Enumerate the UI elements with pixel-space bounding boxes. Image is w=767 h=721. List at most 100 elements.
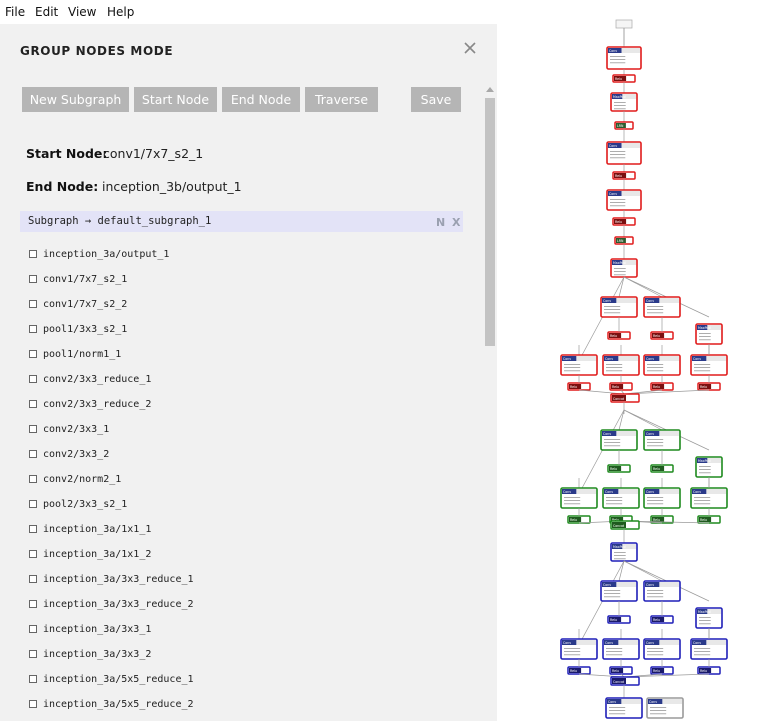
- node-checkbox[interactable]: [29, 350, 37, 358]
- list-item[interactable]: pool1/3x3_s2_1: [29, 322, 127, 336]
- graph-node[interactable]: Conv: [560, 638, 598, 660]
- list-item[interactable]: inception_3a/3x3_2: [29, 647, 151, 661]
- save-button[interactable]: Save: [411, 87, 461, 112]
- node-checkbox[interactable]: [29, 600, 37, 608]
- graph-node[interactable]: MaxPool: [695, 323, 723, 345]
- concat-node[interactable]: Concat: [610, 393, 640, 403]
- list-item[interactable]: conv2/3x3_2: [29, 447, 109, 461]
- graph-node[interactable]: Relu: [607, 331, 631, 340]
- graph-node[interactable]: Conv: [643, 580, 681, 602]
- graph-node[interactable]: Relu: [612, 74, 636, 83]
- graph-node[interactable]: Relu: [650, 331, 674, 340]
- graph-node[interactable]: MaxPool: [610, 92, 638, 112]
- node-checkbox[interactable]: [29, 525, 37, 533]
- list-item[interactable]: conv2/3x3_1: [29, 422, 109, 436]
- node-checkbox[interactable]: [29, 700, 37, 708]
- graph-node[interactable]: MaxPool: [695, 456, 723, 478]
- subgraph-delete-button[interactable]: X: [452, 216, 461, 229]
- subgraph-new-node-button[interactable]: N: [436, 216, 446, 229]
- graph-node[interactable]: Relu: [650, 615, 674, 624]
- node-checkbox[interactable]: [29, 500, 37, 508]
- graph-node[interactable]: Conv: [690, 487, 728, 509]
- list-item[interactable]: inception_3a/3x3_1: [29, 622, 151, 636]
- graph-input-node[interactable]: [615, 19, 633, 29]
- list-item[interactable]: inception_3a/3x3_reduce_2: [29, 597, 194, 611]
- menu-file[interactable]: File: [5, 5, 26, 19]
- traverse-button[interactable]: Traverse: [305, 87, 378, 112]
- graph-node[interactable]: Relu: [612, 171, 636, 180]
- graph-node[interactable]: Relu: [567, 382, 591, 391]
- graph-node[interactable]: Relu: [697, 666, 721, 675]
- graph-node[interactable]: Relu: [697, 382, 721, 391]
- graph-node[interactable]: Conv: [606, 189, 642, 211]
- graph-node[interactable]: LRN: [614, 121, 634, 130]
- node-checkbox[interactable]: [29, 575, 37, 583]
- list-item[interactable]: conv2/3x3_reduce_1: [29, 372, 151, 386]
- graph-node[interactable]: LRN: [614, 236, 634, 245]
- node-checkbox[interactable]: [29, 325, 37, 333]
- node-checkbox[interactable]: [29, 375, 37, 383]
- scrollbar[interactable]: [483, 86, 497, 721]
- new-subgraph-button[interactable]: New Subgraph: [22, 87, 129, 112]
- start-node-button[interactable]: Start Node: [134, 87, 217, 112]
- end-node-button[interactable]: End Node: [222, 87, 300, 112]
- network-graph[interactable]: ConvReluMaxPoolLRNConvReluConvReluLRNMax…: [499, 0, 767, 721]
- graph-node[interactable]: Relu: [612, 217, 636, 226]
- list-item[interactable]: inception_3a/5x5_reduce_2: [29, 697, 194, 711]
- close-icon[interactable]: [461, 39, 479, 57]
- scroll-up-icon[interactable]: [486, 87, 494, 92]
- graph-node[interactable]: Relu: [650, 666, 674, 675]
- graph-node[interactable]: MaxPool: [610, 258, 638, 278]
- list-item[interactable]: inception_3a/output_1: [29, 247, 169, 261]
- graph-node[interactable]: Conv: [690, 638, 728, 660]
- graph-node[interactable]: Conv: [560, 487, 598, 509]
- list-item[interactable]: pool2/3x3_s2_1: [29, 497, 127, 511]
- graph-node[interactable]: MaxPool: [610, 542, 638, 562]
- node-checkbox[interactable]: [29, 550, 37, 558]
- node-checkbox[interactable]: [29, 250, 37, 258]
- node-checkbox[interactable]: [29, 625, 37, 633]
- list-item[interactable]: inception_3a/3x3_reduce_1: [29, 572, 194, 586]
- node-checkbox[interactable]: [29, 675, 37, 683]
- list-item[interactable]: conv2/3x3_reduce_2: [29, 397, 151, 411]
- node-checkbox[interactable]: [29, 400, 37, 408]
- graph-node[interactable]: Conv: [602, 354, 640, 376]
- graph-node[interactable]: Conv: [600, 580, 638, 602]
- graph-node[interactable]: Relu: [650, 515, 674, 524]
- graph-node[interactable]: Relu: [567, 666, 591, 675]
- menu-edit[interactable]: Edit: [35, 5, 59, 19]
- graph-node[interactable]: Conv: [690, 354, 728, 376]
- node-checkbox[interactable]: [29, 450, 37, 458]
- graph-node[interactable]: Conv: [560, 354, 598, 376]
- node-checkbox[interactable]: [29, 650, 37, 658]
- list-item[interactable]: conv2/norm2_1: [29, 472, 121, 486]
- concat-node[interactable]: Concat: [610, 520, 640, 530]
- menu-help[interactable]: Help: [107, 5, 135, 19]
- node-checkbox[interactable]: [29, 425, 37, 433]
- graph-node[interactable]: Relu: [697, 515, 721, 524]
- graph-node[interactable]: Conv: [606, 46, 642, 70]
- graph-node[interactable]: Conv: [602, 638, 640, 660]
- graph-node[interactable]: Conv: [643, 354, 681, 376]
- graph-node[interactable]: Conv: [600, 429, 638, 451]
- graph-node[interactable]: Conv: [643, 429, 681, 451]
- list-item[interactable]: conv1/7x7_s2_2: [29, 297, 127, 311]
- graph-node[interactable]: Conv: [600, 296, 638, 318]
- graph-node[interactable]: Relu: [609, 666, 633, 675]
- node-checkbox[interactable]: [29, 275, 37, 283]
- graph-node[interactable]: Conv: [643, 638, 681, 660]
- graph-node[interactable]: Conv: [643, 487, 681, 509]
- list-item[interactable]: inception_3a/5x5_reduce_1: [29, 672, 194, 686]
- list-item[interactable]: inception_3a/1x1_2: [29, 547, 151, 561]
- graph-node[interactable]: Relu: [650, 464, 674, 473]
- graph-node[interactable]: Conv: [605, 697, 643, 719]
- list-item[interactable]: pool1/norm1_1: [29, 347, 121, 361]
- scroll-thumb[interactable]: [485, 98, 495, 346]
- graph-node[interactable]: Conv: [602, 487, 640, 509]
- concat-node[interactable]: Concat: [610, 676, 640, 686]
- graph-node[interactable]: Conv: [643, 296, 681, 318]
- graph-node[interactable]: Conv: [606, 141, 642, 165]
- graph-node[interactable]: Relu: [609, 382, 633, 391]
- graph-node[interactable]: Relu: [650, 382, 674, 391]
